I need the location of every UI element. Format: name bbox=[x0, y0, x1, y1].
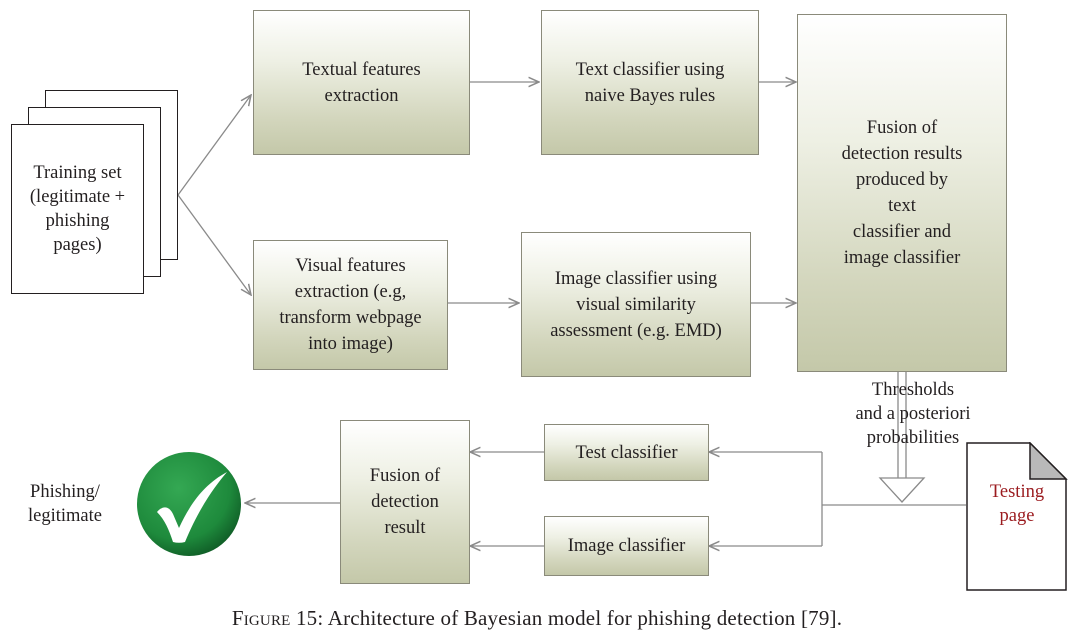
test-classifier-label: Test classifier bbox=[575, 442, 678, 463]
fusion-result-box: Fusion of detection result bbox=[340, 420, 470, 584]
checkmark-icon bbox=[137, 452, 241, 556]
fusion-result-label: Fusion of detection result bbox=[369, 466, 441, 538]
thresholds-label: Thresholds and a posteriori probabilitie… bbox=[855, 380, 971, 448]
fusion-main-box: Fusion of detection results produced by … bbox=[797, 14, 1007, 372]
textual-features-label: Textual features extraction bbox=[302, 59, 421, 106]
testing-page-label: Testing page bbox=[989, 482, 1045, 526]
training-set-document: Training set (legitimate + phishing page… bbox=[11, 124, 144, 294]
figure-caption-number: Figure 15 bbox=[231, 606, 318, 630]
figure-caption-text: : Architecture of Bayesian model for phi… bbox=[317, 606, 843, 630]
image-classifier-small-label: Image classifier bbox=[567, 536, 686, 556]
training-set-label: Training set (legitimate + phishing page… bbox=[29, 163, 126, 255]
visual-features-label: Visual features extraction (e.g, transfo… bbox=[279, 256, 422, 354]
image-classifier-small-box: Image classifier bbox=[544, 516, 709, 576]
fusion-main-label: Fusion of detection results produced by … bbox=[841, 118, 963, 268]
text-classifier-box: Text classifier using naive Bayes rules bbox=[541, 10, 759, 155]
image-classifier-main-label: Image classifier using visual similarity… bbox=[550, 268, 722, 341]
output-label: Phishing/ legitimate bbox=[28, 482, 102, 526]
visual-features-box: Visual features extraction (e.g, transfo… bbox=[253, 240, 448, 370]
arrow-to-textual bbox=[177, 95, 251, 196]
threshold-triangle bbox=[878, 477, 926, 503]
arrow-to-visual bbox=[177, 194, 251, 295]
textual-features-box: Textual features extraction bbox=[253, 10, 470, 155]
text-classifier-label: Text classifier using naive Bayes rules bbox=[575, 59, 725, 106]
figure-caption: Figure 15: Architecture of Bayesian mode… bbox=[0, 606, 1074, 631]
test-classifier-box: Test classifier bbox=[544, 424, 709, 481]
testing-page-icon bbox=[966, 442, 1068, 591]
image-classifier-main-box: Image classifier using visual similarity… bbox=[521, 232, 751, 377]
